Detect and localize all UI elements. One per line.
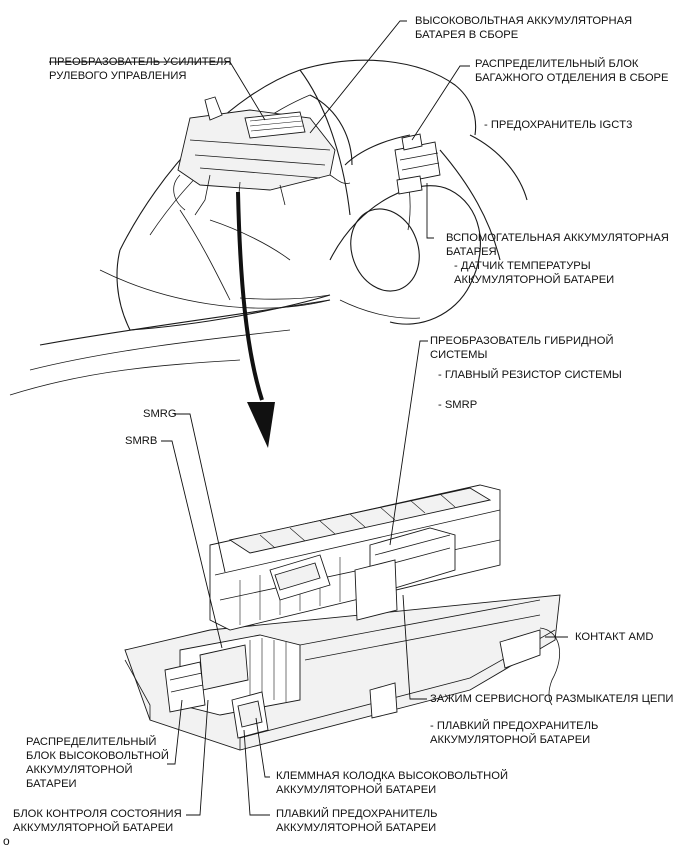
label-battery-fuse-line1: ПЛАВКИЙ ПРЕДОХРАНИТЕЛЬ <box>276 808 438 820</box>
label-hv-terminal-block-line1: КЛЕММНАЯ КОЛОДКА ВЫСОКОВОЛЬТНОЙ <box>276 770 508 782</box>
label-battery-ecu: БЛОК КОНТРОЛЯ СОСТОЯНИЯ АККУМУЛЯТОРНОЙ Б… <box>13 807 182 835</box>
label-hv-junction-block-line4: БАТАРЕИ <box>26 778 77 790</box>
label-smrb-text: SMRB <box>125 435 158 447</box>
label-battery-ecu-line2: АККУМУЛЯТОРНОЙ БАТАРЕИ <box>13 822 174 834</box>
label-eps-converter-line1: ПРЕОБРАЗОВАТЕЛЬ УСИЛИТЕЛЯ <box>49 56 232 68</box>
label-hv-battery: ВЫСОКОВОЛЬТНАЯ АККУМУЛЯТОРНАЯ БАТАРЕЯ В … <box>415 14 632 42</box>
vehicle-outline <box>9 59 528 396</box>
label-main-resistor: - ГЛАВНЫЙ РЕЗИСТОР СИСТЕМЫ <box>438 369 622 381</box>
label-service-plug-text: ЗАЖИМ СЕРВИСНОГО РАЗМЫКАТЕЛЯ ЦЕПИ <box>430 693 674 705</box>
label-hybrid-converter: ПРЕОБРАЗОВАТЕЛЬ ГИБРИДНОЙ СИСТЕМЫ - ГЛАВ… <box>430 334 622 412</box>
label-aux-temp-sensor-line2: АККУМУЛЯТОРНОЙ БАТАРЕИ <box>454 274 615 286</box>
label-hv-junction-block-line2: БЛОК ВЫСОКОВОЛЬТНОЙ <box>26 750 169 762</box>
transition-arrow <box>236 191 275 448</box>
label-luggage-junction-line2: БАГАЖНОГО ОТДЕЛЕНИЯ В СБОРЕ <box>475 72 669 84</box>
label-battery-fuse-line2: АККУМУЛЯТОРНОЙ БАТАРЕИ <box>276 822 437 834</box>
label-smrb: SMRB <box>125 434 157 448</box>
label-igct3-fuse: - ПРЕДОХРАНИТЕЛЬ IGCT3 <box>484 118 632 132</box>
label-smrg-text: SMRG <box>143 408 177 420</box>
label-service-plug-fuse-line1: - ПЛАВКИЙ ПРЕДОХРАНИТЕЛЬ <box>430 720 599 732</box>
label-eps-converter: ПРЕОБРАЗОВАТЕЛЬ УСИЛИТЕЛЯ РУЛЕВОГО УПРАВ… <box>49 55 231 83</box>
label-aux-battery-line1: ВСПОМОГАТЕЛЬНАЯ АККУМУЛЯТОРНАЯ <box>446 232 669 244</box>
label-service-plug-fuse-line2: АККУМУЛЯТОРНОЙ БАТАРЕИ <box>430 734 591 746</box>
label-smrg: SMRG <box>143 407 177 421</box>
hv-battery-small-illustration <box>173 96 351 216</box>
figure-code: o <box>3 834 10 848</box>
label-aux-battery-line2: БАТАРЕЯ <box>446 246 497 258</box>
label-hybrid-converter-line2: СИСТЕМЫ <box>430 349 488 361</box>
label-hv-terminal-block: КЛЕММНАЯ КОЛОДКА ВЫСОКОВОЛЬТНОЙ АККУМУЛЯ… <box>276 769 508 797</box>
label-luggage-junction: РАСПРЕДЕЛИТЕЛЬНЫЙ БЛОК БАГАЖНОГО ОТДЕЛЕН… <box>475 57 669 85</box>
label-hv-battery-line2: БАТАРЕЯ В СБОРЕ <box>415 29 519 41</box>
label-battery-ecu-line1: БЛОК КОНТРОЛЯ СОСТОЯНИЯ <box>13 808 182 820</box>
label-hv-junction-block: РАСПРЕДЕЛИТЕЛЬНЫЙ БЛОК ВЫСОКОВОЛЬТНОЙ АК… <box>26 735 169 791</box>
luggage-junction-illustration <box>394 133 441 195</box>
label-luggage-junction-line1: РАСПРЕДЕЛИТЕЛЬНЫЙ БЛОК <box>475 58 639 70</box>
label-amd-terminal-text: КОНТАКТ AMD <box>575 631 654 643</box>
label-amd-terminal: КОНТАКТ AMD <box>575 630 653 644</box>
label-eps-converter-line2: РУЛЕВОГО УПРАВЛЕНИЯ <box>49 70 187 82</box>
label-hybrid-converter-line1: ПРЕОБРАЗОВАТЕЛЬ ГИБРИДНОЙ <box>430 335 614 347</box>
label-hv-battery-line1: ВЫСОКОВОЛЬТНАЯ АККУМУЛЯТОРНАЯ <box>415 15 633 27</box>
label-service-plug: ЗАЖИМ СЕРВИСНОГО РАЗМЫКАТЕЛЯ ЦЕПИ - ПЛАВ… <box>430 692 673 747</box>
label-hv-terminal-block-line2: АККУМУЛЯТОРНОЙ БАТАРЕИ <box>276 784 437 796</box>
leader-lines <box>49 20 568 816</box>
hv-battery-assembly-illustration <box>124 484 561 751</box>
label-hv-junction-block-line1: РАСПРЕДЕЛИТЕЛЬНЫЙ <box>26 736 157 748</box>
label-smrp: - SMRP <box>438 399 478 411</box>
label-aux-battery: ВСПОМОГАТЕЛЬНАЯ АККУМУЛЯТОРНАЯ БАТАРЕЯ -… <box>446 231 669 287</box>
label-hv-junction-block-line3: АККУМУЛЯТОРНОЙ <box>26 764 133 776</box>
label-aux-temp-sensor-line1: - ДАТЧИК ТЕМПЕРАТУРЫ <box>454 260 591 272</box>
label-igct3-fuse-text: - ПРЕДОХРАНИТЕЛЬ IGCT3 <box>484 119 633 131</box>
label-battery-fuse: ПЛАВКИЙ ПРЕДОХРАНИТЕЛЬ АККУМУЛЯТОРНОЙ БА… <box>276 807 438 835</box>
